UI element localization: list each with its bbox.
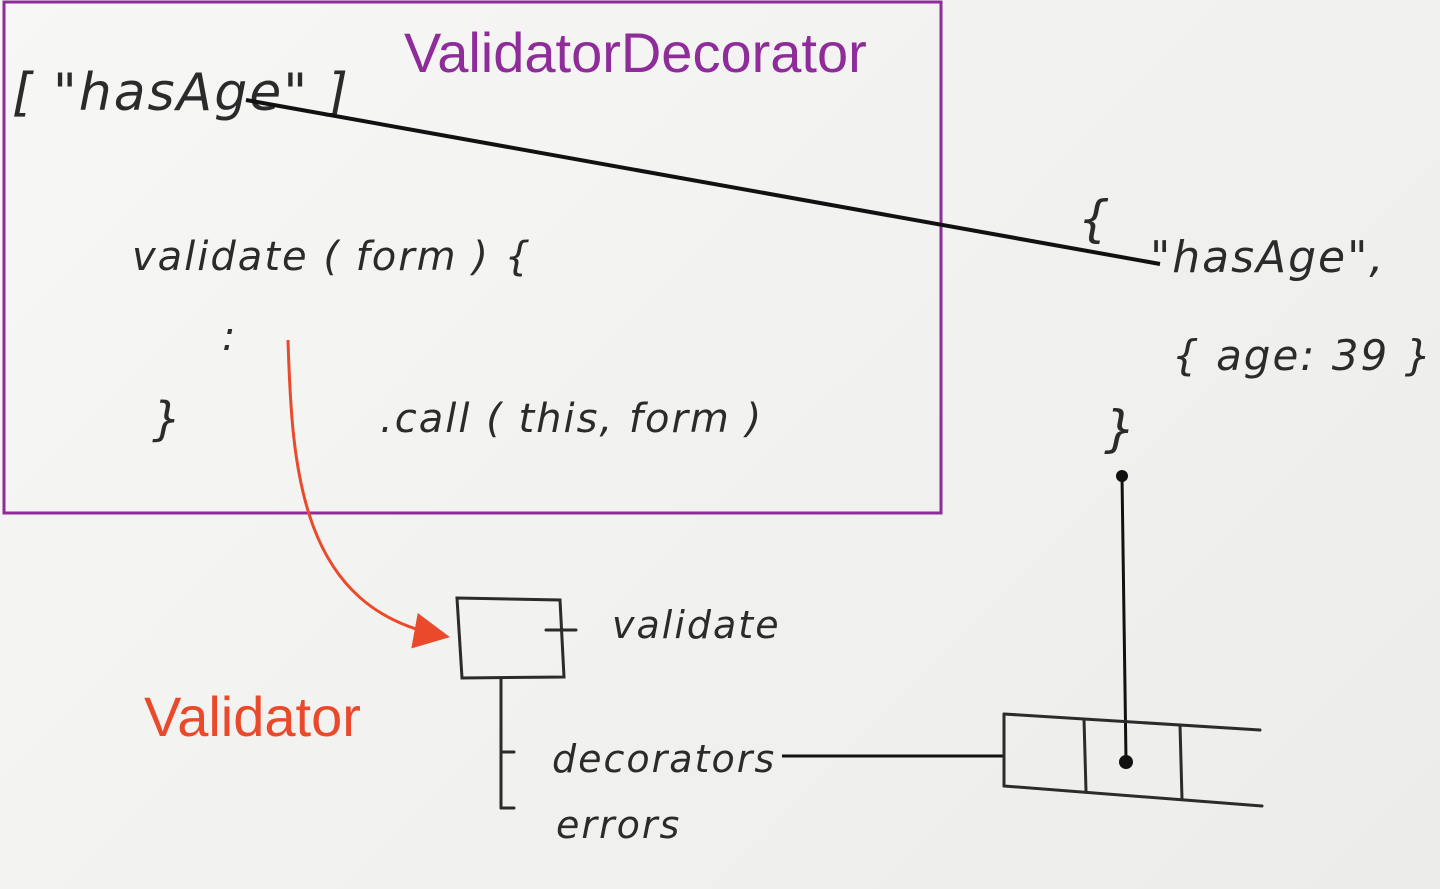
validate-method-label: validate [612, 603, 781, 647]
object-to-cell-pointer [1120, 475, 1128, 761]
object-close-brace: } [1104, 400, 1138, 458]
object-value-text: { age: 39 } [1172, 331, 1433, 380]
decorators-array [1002, 712, 1264, 808]
decorators-field-label: decorators [552, 737, 776, 781]
object-key-text: "hasAge", [1150, 232, 1385, 283]
array-to-object-connector [245, 98, 1161, 266]
call-expression-text: .call ( this, form ) [380, 396, 763, 442]
closing-brace-text: } [152, 392, 183, 446]
validator-object-box [455, 596, 566, 680]
array-top-edge [1002, 712, 1262, 732]
array-literal-text: [ "hasAge" ] [12, 63, 350, 123]
array-cell-divider-2 [1178, 723, 1184, 801]
pointer-bottom-dot [1119, 755, 1133, 769]
array-bottom-edge [1002, 784, 1264, 808]
object-open-brace: { [1078, 190, 1112, 248]
pointer-top-dot [1116, 470, 1128, 482]
decorator-title: ValidatorDecorator [404, 21, 867, 84]
decorator-box-frame [2, 0, 943, 515]
validator-title: Validator [144, 685, 361, 748]
ellipsis-text: : [222, 314, 237, 360]
array-cell-divider-1 [1082, 717, 1088, 793]
validate-signature-text: validate ( form ) { [132, 234, 532, 280]
errors-field-label: errors [556, 803, 681, 847]
decorates-arrow [286, 339, 450, 649]
